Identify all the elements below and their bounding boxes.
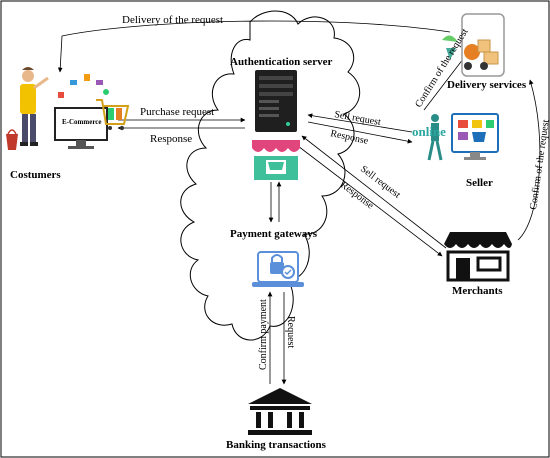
arrow-sell-request-merchants	[301, 135, 447, 249]
label-response-merchants: Response	[338, 180, 376, 212]
customer-person-icon	[20, 67, 49, 146]
label-response-customer: Response	[150, 133, 192, 145]
label-ecommerce: E-Commerce	[62, 118, 102, 126]
flying-products-icon	[58, 74, 109, 98]
label-delivery-of-request: Delivery of the request	[122, 14, 223, 26]
delivery-phone-icon	[442, 13, 505, 77]
label-auth-server: Authentication server	[230, 56, 332, 68]
label-costumers: Costumers	[10, 169, 61, 181]
merchant-store-icon	[444, 232, 512, 282]
arrow-confirm-right	[517, 79, 541, 241]
shopping-cart-icon	[96, 99, 130, 130]
label-delivery-services: Delivery services	[447, 79, 527, 91]
payment-gateway-icon	[252, 251, 304, 287]
online-store-icon	[252, 140, 300, 180]
seller-person-icon	[427, 114, 443, 161]
server-tower-icon	[255, 70, 297, 132]
arrow-delivery-of-request	[57, 20, 451, 73]
arrow-sell-request-seller	[307, 113, 413, 133]
label-purchase-request: Purchase request	[140, 106, 214, 118]
label-confirm-payment: Confirm payment	[258, 299, 269, 370]
label-online: online	[412, 124, 446, 139]
label-response-seller: Response	[329, 128, 369, 147]
label-confirm-request-right: Confirm of the request	[528, 119, 550, 211]
seller-screen-icon	[451, 113, 499, 160]
label-seller: Seller	[466, 177, 493, 189]
shopping-basket-icon	[6, 129, 18, 150]
label-sell-request-seller: Sell request	[333, 109, 381, 128]
label-request: Request	[285, 316, 296, 348]
arrow-response-merchants	[297, 145, 443, 257]
label-merchants: Merchants	[452, 285, 503, 297]
bank-icon	[248, 388, 312, 435]
label-banking-transactions: Banking transactions	[226, 439, 327, 451]
ecommerce-monitor-icon	[54, 107, 108, 149]
arrow-response-seller	[307, 121, 413, 144]
label-payment-gateways: Payment gateways	[230, 228, 318, 240]
